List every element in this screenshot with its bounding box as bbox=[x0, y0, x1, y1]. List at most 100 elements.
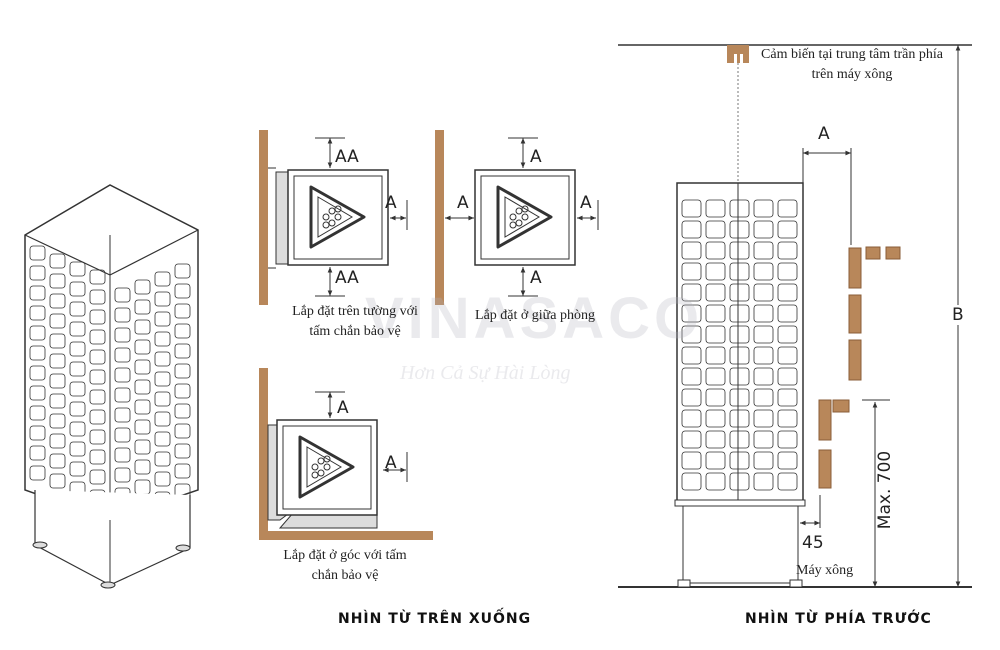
grille-slot bbox=[681, 367, 702, 386]
grille-slot bbox=[154, 271, 171, 287]
grille-slot bbox=[729, 283, 750, 302]
grille-slot bbox=[777, 430, 798, 449]
arrowhead bbox=[520, 290, 526, 296]
grille-slot bbox=[753, 346, 774, 365]
grille-slot bbox=[49, 433, 66, 449]
wood-panel bbox=[818, 449, 832, 489]
arrowhead bbox=[390, 215, 396, 221]
grille-slot bbox=[777, 241, 798, 260]
heater-core-triangle bbox=[298, 435, 355, 499]
stone-circle bbox=[515, 207, 523, 215]
arrowhead bbox=[955, 45, 961, 51]
grille-slot bbox=[69, 261, 86, 277]
inner-frame bbox=[293, 175, 383, 260]
grille-slot bbox=[705, 262, 726, 281]
grille-slot bbox=[69, 301, 86, 317]
caption-line: Cảm biến tại trung tâm trần phía bbox=[761, 47, 943, 62]
grille-slot bbox=[69, 361, 86, 377]
arrowhead bbox=[327, 392, 333, 398]
sensor-slot bbox=[740, 54, 743, 63]
arrowhead bbox=[520, 162, 526, 168]
grille-slot bbox=[729, 409, 750, 428]
arrowhead bbox=[814, 520, 820, 526]
grille-slot bbox=[49, 393, 66, 409]
grille-slot bbox=[729, 199, 750, 218]
caption-line: trên máy xông bbox=[811, 67, 893, 82]
stone-circle bbox=[328, 207, 336, 215]
arrowhead bbox=[577, 215, 583, 221]
grille-slot bbox=[729, 430, 750, 449]
heater-isometric-body bbox=[24, 184, 199, 521]
wood-panel bbox=[885, 246, 901, 260]
grille-slot bbox=[777, 409, 798, 428]
grille-slot bbox=[69, 441, 86, 457]
grille-slot bbox=[753, 367, 774, 386]
arrowhead bbox=[468, 215, 474, 221]
grille-slot bbox=[174, 363, 191, 379]
stone-circle bbox=[322, 221, 330, 229]
grille-slot bbox=[89, 369, 106, 385]
grille-slot bbox=[777, 388, 798, 407]
grille-slot bbox=[777, 472, 798, 491]
grille-slot bbox=[705, 199, 726, 218]
grille-slot bbox=[174, 283, 191, 299]
dim-b: B bbox=[952, 305, 964, 325]
front-view-title: NHÌN TỪ PHÍA TRƯỚC bbox=[745, 611, 932, 627]
arrowhead bbox=[872, 581, 878, 587]
grille-slot bbox=[114, 327, 131, 343]
grille-slot bbox=[29, 425, 46, 441]
grille-slot bbox=[89, 409, 106, 425]
grille-slot bbox=[705, 241, 726, 260]
protective-shield bbox=[275, 171, 289, 265]
arrowhead bbox=[872, 402, 878, 408]
grille-slot bbox=[753, 220, 774, 239]
grille-slot bbox=[49, 353, 66, 369]
grille-slot bbox=[134, 299, 151, 315]
grille-slot bbox=[681, 262, 702, 281]
wood-panel bbox=[832, 399, 850, 413]
grille-slot bbox=[114, 407, 131, 423]
stone-circle bbox=[509, 213, 517, 221]
grille-slot bbox=[681, 241, 702, 260]
grille-slot bbox=[753, 325, 774, 344]
arrowhead bbox=[803, 150, 809, 156]
inner-frame bbox=[282, 425, 372, 510]
grille-slot bbox=[705, 430, 726, 449]
grille-slot bbox=[49, 473, 66, 489]
grille-slot bbox=[777, 283, 798, 302]
dim-wall-side: A bbox=[385, 193, 397, 213]
stone-circle bbox=[515, 219, 523, 227]
grille-slot bbox=[89, 469, 106, 485]
grille-slot bbox=[49, 333, 66, 349]
arrowhead bbox=[845, 150, 851, 156]
grille-slot bbox=[154, 471, 171, 487]
dim-center-right: A bbox=[580, 193, 592, 213]
grille-slot bbox=[753, 388, 774, 407]
grille-slot bbox=[777, 199, 798, 218]
heater-foot bbox=[677, 579, 691, 588]
grille-slot bbox=[69, 421, 86, 437]
grille-slot bbox=[29, 305, 46, 321]
grille-slot bbox=[753, 262, 774, 281]
grille-slot bbox=[705, 388, 726, 407]
grille-slot bbox=[29, 285, 46, 301]
grille-slot bbox=[89, 329, 106, 345]
grille-slot bbox=[777, 325, 798, 344]
arrowhead bbox=[327, 138, 333, 144]
wood-panel bbox=[848, 294, 862, 334]
grille-slot bbox=[29, 385, 46, 401]
grille-slot bbox=[729, 451, 750, 470]
dim-center-top: A bbox=[530, 147, 542, 167]
grille-slot bbox=[681, 283, 702, 302]
grille-slot bbox=[69, 401, 86, 417]
wood-panel bbox=[848, 339, 862, 381]
dim-wall-bottom: AA bbox=[335, 268, 359, 288]
arrowhead bbox=[520, 138, 526, 144]
grille-slot bbox=[154, 391, 171, 407]
grille-slot bbox=[753, 472, 774, 491]
arrowhead bbox=[520, 267, 526, 273]
grille-slot bbox=[681, 199, 702, 218]
grille-slot bbox=[753, 409, 774, 428]
